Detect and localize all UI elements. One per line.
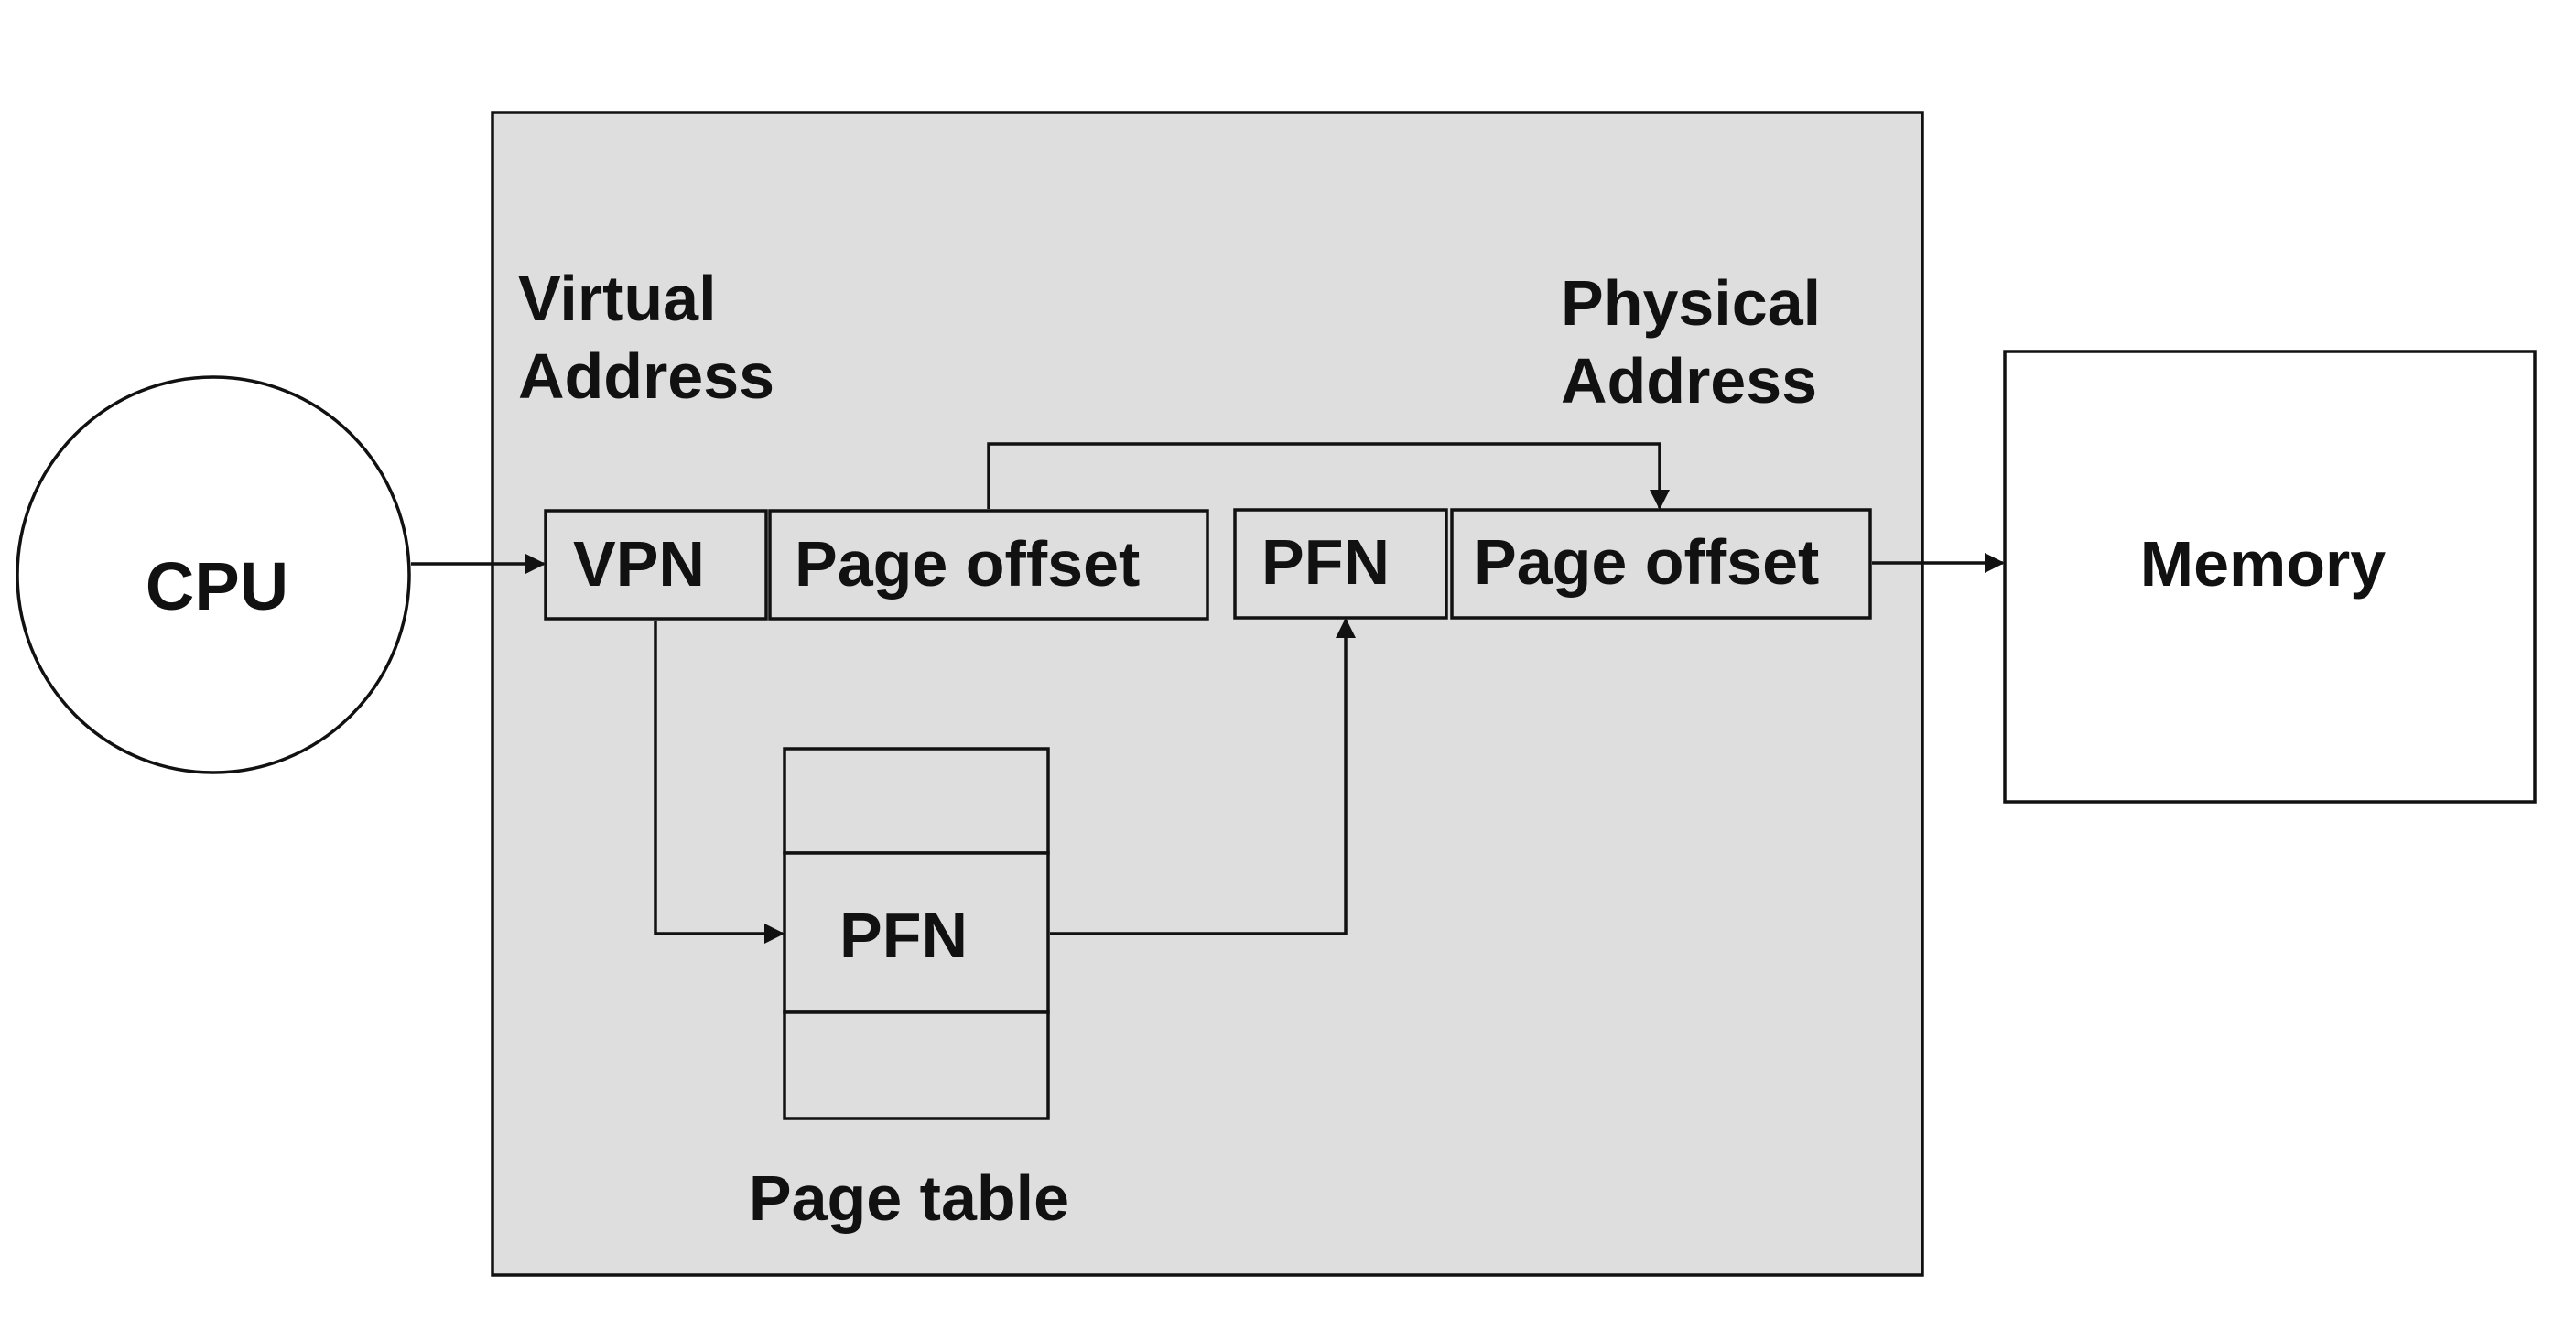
virtual-page-offset-label: Page offset — [795, 528, 1140, 600]
cpu-circle — [16, 375, 411, 774]
vpn-field — [544, 509, 768, 621]
memory-node: Memory — [2003, 350, 2537, 804]
physical-page-offset-label: Page offset — [1474, 526, 1819, 598]
pfn-label: PFN — [1261, 526, 1390, 598]
page-table: PFN — [783, 747, 1050, 1120]
virtual-address-title-line2: Address — [518, 340, 774, 412]
memory-box — [2003, 350, 2537, 804]
arrow-page-table-to-pfn — [1050, 618, 1356, 935]
virtual-page-offset-field — [768, 509, 1209, 621]
cpu-node: CPU — [16, 375, 411, 774]
physical-address-title-line1: Physical — [1561, 267, 1821, 339]
vpn-label: VPN — [573, 528, 705, 600]
mmu-box — [491, 111, 1924, 1277]
arrow-offset-to-physical-offset — [987, 442, 1670, 510]
page-table-caption: Page table — [749, 1162, 1069, 1234]
page-table-row-bottom — [783, 1010, 1050, 1120]
arrow-vpn-to-page-table — [654, 621, 785, 944]
physical-address-register: PFN Page offset — [1233, 508, 1872, 620]
virtual-address-title-line1: Virtual — [518, 263, 717, 334]
physical-address-title-line2: Address — [1561, 345, 1817, 416]
physical-page-offset-field — [1450, 508, 1872, 620]
cpu-label: CPU — [146, 548, 288, 624]
page-table-entry-label: PFN — [839, 900, 968, 971]
virtual-address-register: VPN Page offset — [544, 509, 1209, 621]
memory-label: Memory — [2140, 528, 2386, 600]
page-table-row-top — [783, 747, 1050, 855]
